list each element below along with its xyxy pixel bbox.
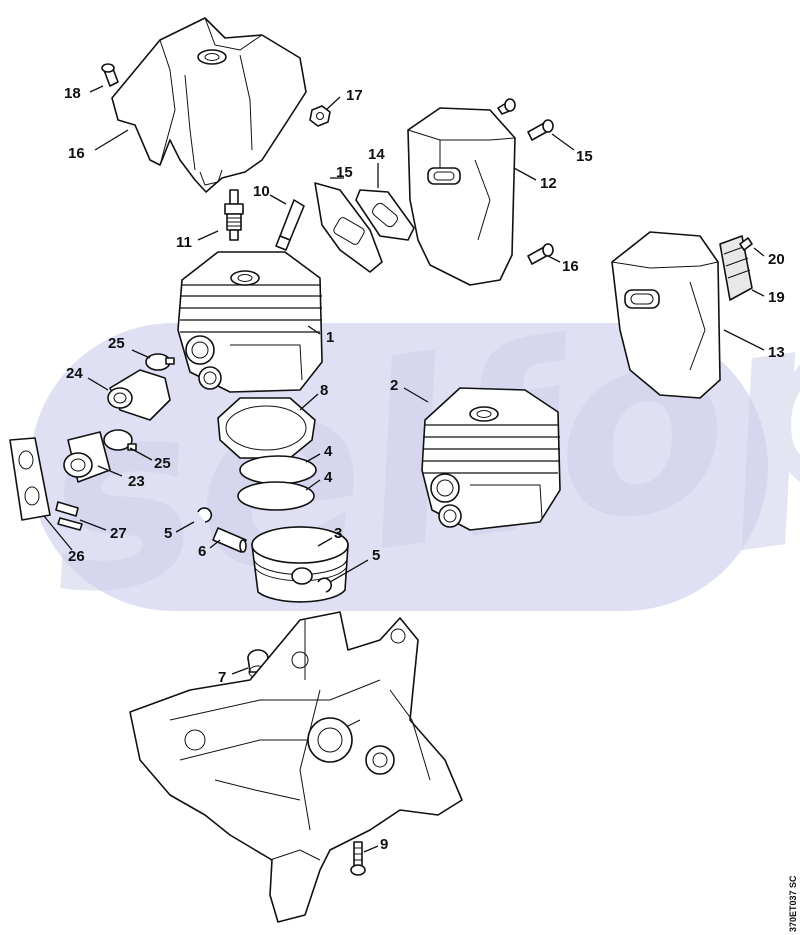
callout-19: 15 bbox=[336, 164, 353, 181]
leader-lines bbox=[43, 85, 765, 853]
flange-plate-part bbox=[9, 437, 51, 521]
piston-ring-upper bbox=[239, 455, 317, 485]
callout-11: 11 bbox=[176, 234, 192, 251]
callout-12: 12 bbox=[540, 175, 557, 192]
callout-4-lower: 4 bbox=[324, 469, 333, 486]
callout-3: 3 bbox=[334, 525, 342, 542]
tank-cover-part bbox=[111, 17, 307, 193]
nut-part-21 bbox=[309, 105, 331, 127]
muffler-part-13 bbox=[611, 231, 721, 399]
intake-flange-part bbox=[63, 431, 111, 483]
callout-18: 20 bbox=[768, 251, 785, 268]
callout-20: 16 bbox=[68, 145, 85, 162]
callout-4-upper: 4 bbox=[324, 443, 333, 460]
callout-21: 17 bbox=[346, 87, 363, 104]
callout-13: 13 bbox=[768, 344, 785, 361]
callout-5-right: 5 bbox=[372, 547, 380, 564]
callout-1: 1 bbox=[326, 329, 334, 346]
muffler-part-12 bbox=[407, 107, 516, 286]
callout-26: 26 bbox=[68, 548, 85, 565]
callout-2: 2 bbox=[390, 377, 398, 394]
callout-9: 9 bbox=[380, 836, 388, 853]
hose-clamp-lower bbox=[103, 429, 137, 451]
callout-25-upper: 25 bbox=[108, 335, 125, 352]
gasket-part-14 bbox=[355, 189, 415, 241]
callout-25-lower: 25 bbox=[154, 455, 171, 472]
callout-14: 14 bbox=[368, 146, 385, 163]
screw-part-16 bbox=[527, 243, 554, 265]
callout-15: 15 bbox=[576, 148, 593, 165]
circlip-right bbox=[317, 577, 332, 593]
callout-8: 8 bbox=[320, 382, 328, 399]
spark-plug-part bbox=[224, 189, 244, 241]
callout-16: 16 bbox=[562, 258, 579, 275]
clip-part-27 bbox=[55, 501, 83, 531]
callout-10: 10 bbox=[253, 183, 270, 200]
cylinder-part-1 bbox=[177, 251, 323, 393]
callout-labels: 18 16 17 10 11 15 14 15 12 16 20 19 13 1… bbox=[64, 85, 785, 853]
callout-7: 7 bbox=[218, 669, 226, 686]
spark-plug-boot-part bbox=[275, 199, 305, 251]
circlip-left bbox=[197, 507, 213, 523]
screw-part-9 bbox=[350, 841, 366, 876]
piston-pin-part bbox=[212, 527, 247, 553]
hose-clamp-upper bbox=[145, 353, 175, 371]
screw-part-15 bbox=[497, 98, 554, 141]
piston-ring-lower bbox=[237, 481, 315, 511]
muffler-plate-part bbox=[314, 182, 383, 273]
crankcase-part bbox=[129, 611, 463, 923]
cylinder-part-2 bbox=[421, 387, 561, 531]
callout-23: 23 bbox=[128, 473, 145, 490]
cylinder-gasket-part bbox=[217, 397, 316, 459]
callout-27: 27 bbox=[110, 525, 127, 542]
callout-22: 18 bbox=[64, 85, 81, 102]
drawing-code: 370ET037 SC bbox=[788, 875, 798, 932]
callout-6: 6 bbox=[198, 543, 206, 560]
screw-part-18 bbox=[739, 237, 753, 251]
intake-manifold-part bbox=[107, 369, 171, 421]
callout-24: 24 bbox=[66, 365, 83, 382]
callout-5-left: 5 bbox=[164, 525, 172, 542]
callout-17: 19 bbox=[768, 289, 785, 306]
screw-part-22 bbox=[101, 63, 119, 87]
